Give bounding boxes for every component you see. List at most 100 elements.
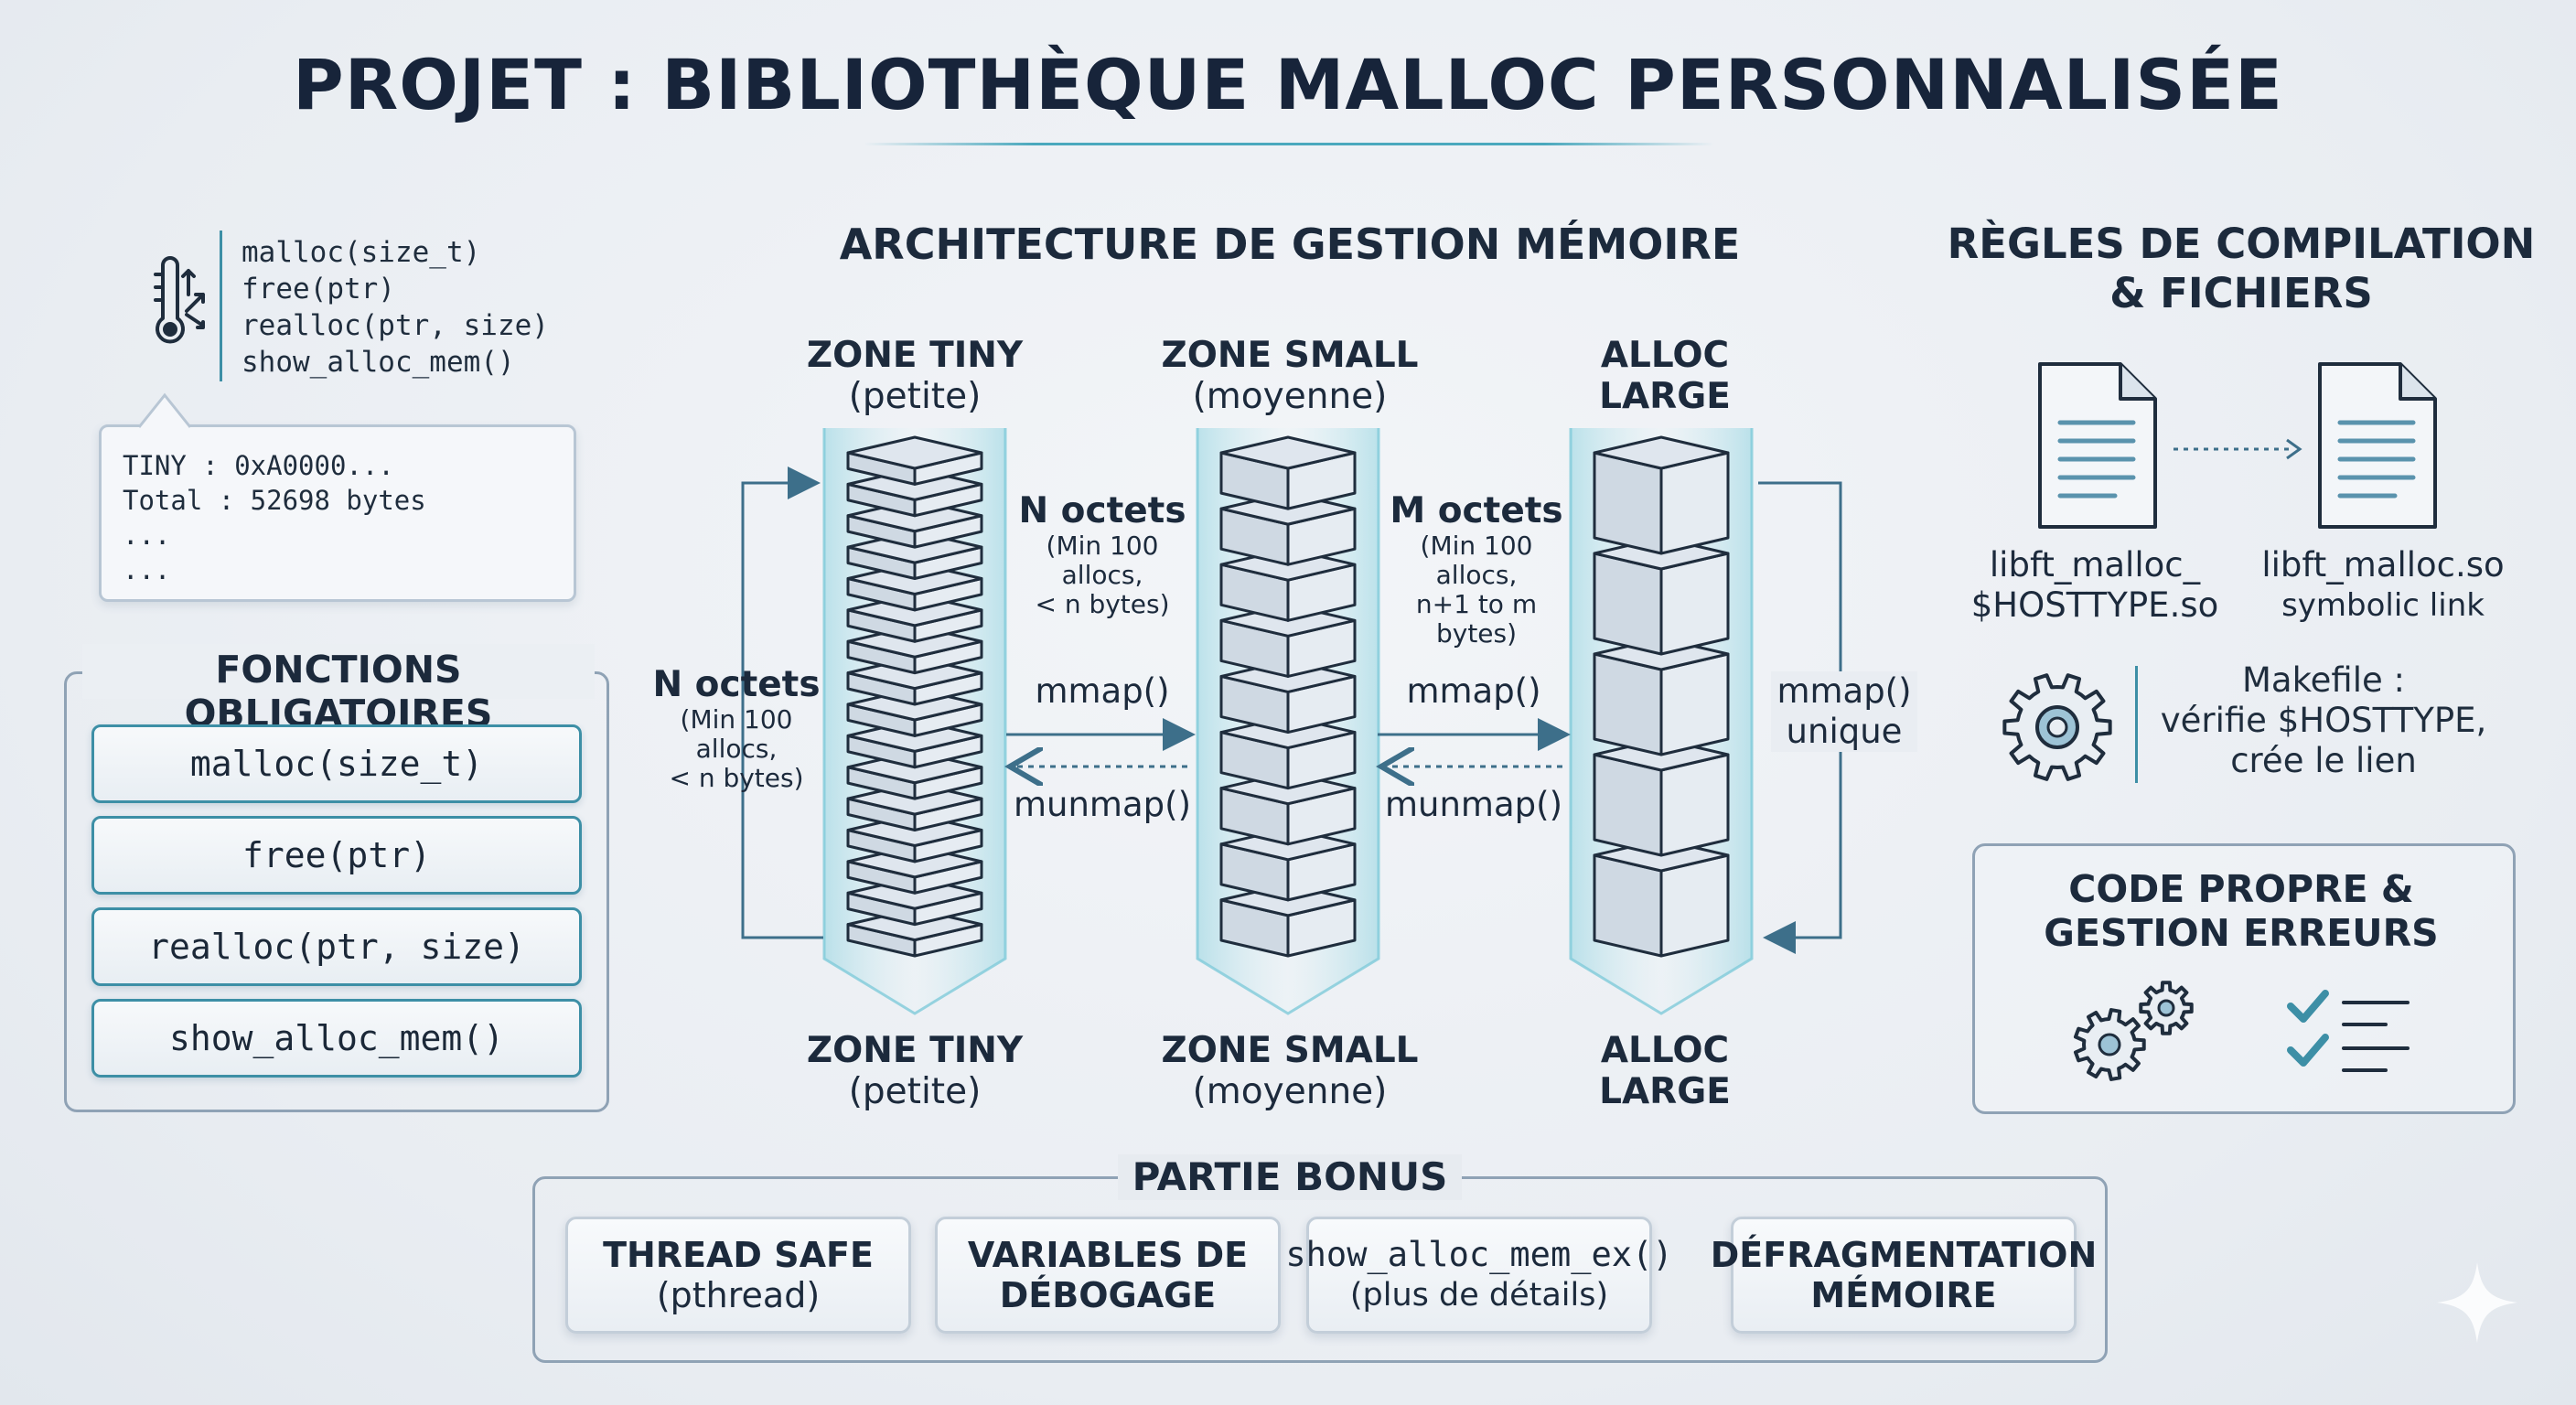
memory-block-cube [1593, 435, 1730, 555]
makefile-l1: Makefile : [2241, 660, 2406, 700]
alloc-large-l2: LARGE [1599, 376, 1731, 417]
makefile-l2: vérifie $HOSTTYPE, [2160, 701, 2487, 740]
tiny-small-note-title: N octets [1018, 490, 1186, 531]
tiny-small-note: N octets (Min 100 allocs, < n bytes) [1006, 490, 1198, 619]
document-icon [2318, 362, 2437, 529]
bonus-card-sub: MÉMOIRE [1810, 1275, 1997, 1315]
alloc-large-l2: LARGE [1599, 1071, 1731, 1112]
bonus-card-title: VARIABLES DE [967, 1235, 1249, 1275]
callout-pointer [137, 392, 192, 428]
memory-block-cube [1593, 637, 1730, 756]
bonus-card-debug-vars[interactable]: VARIABLES DE DÉBOGAGE [935, 1217, 1281, 1334]
title-underline [864, 143, 1714, 145]
small-large-note-l1: (Min 100 allocs, [1420, 531, 1533, 590]
left-note-l2: < n bytes) [669, 763, 804, 793]
zone-small-name: ZONE SMALL [1161, 335, 1419, 376]
code-line: realloc(ptr, size) [242, 309, 549, 342]
zone-small-label-bottom: ZONE SMALL (moyenne) [1143, 1030, 1436, 1112]
bonus-card-sub: (plus de détails) [1349, 1277, 1609, 1314]
required-title-bg [82, 644, 595, 699]
bonus-card-show-alloc-mem-ex[interactable]: show_alloc_mem_ex() (plus de détails) [1285, 1217, 1673, 1334]
small-large-note: M octets (Min 100 allocs, n+1 to m bytes… [1379, 490, 1573, 649]
alloc-large-label-top: ALLOC LARGE [1546, 335, 1784, 417]
compilation-title: RÈGLES DE COMPILATION & FICHIERS [1930, 220, 2552, 318]
link-arrow [2174, 438, 2302, 460]
munmap-label-1: munmap() [1013, 785, 1191, 824]
tiny-small-note-l2: < n bytes) [1035, 589, 1170, 619]
file-libft-malloc-hosttype: libft_malloc_ $HOSTTYPE.so [1967, 545, 2223, 626]
large-mmap-note-l2: unique [1786, 712, 1903, 751]
page-title: PROJET : BIBLIOTHÈQUE MALLOC PERSONNALIS… [293, 44, 2283, 125]
bonus-card-thread-safe[interactable]: THREAD SAFE (pthread) [565, 1217, 911, 1334]
alloc-large-l1: ALLOC [1600, 335, 1730, 376]
tiny-small-note-l1: (Min 100 allocs, [1046, 531, 1159, 590]
bonus-card-title: DÉFRAGMENTATION [1710, 1235, 2098, 1275]
mmap-label-2: mmap() [1406, 671, 1541, 711]
file2-l1: libft_malloc.so [2261, 545, 2505, 585]
large-mmap-note-l1: mmap() [1776, 671, 1912, 711]
function-free-button[interactable]: free(ptr) [91, 816, 582, 895]
code-line: show_alloc_mem() [242, 346, 515, 379]
compilation-title-l2: & FICHIERS [2109, 269, 2373, 317]
file1-l2: $HOSTTYPE.so [1970, 585, 2219, 625]
alloc-large-column [1569, 428, 1754, 1015]
function-malloc-button[interactable]: malloc(size_t) [91, 724, 582, 803]
munmap-label-2: munmap() [1384, 785, 1562, 824]
file2-l2: symbolic link [2281, 587, 2485, 624]
bonus-card-sub: DÉBOGAGE [999, 1275, 1217, 1315]
bonus-card-title: THREAD SAFE [603, 1235, 874, 1275]
gear-icon [2002, 673, 2112, 781]
bonus-title-bg [1118, 1154, 1462, 1200]
alloc-large-label-bottom: ALLOC LARGE [1546, 1030, 1784, 1112]
code-list: malloc(size_t) free(ptr) realloc(ptr, si… [242, 234, 549, 381]
clean-code-panel [1972, 843, 2516, 1114]
zone-small-sub: (moyenne) [1192, 1071, 1388, 1112]
required-functions-title: FONCTIONS OBLIGATOIRES [184, 648, 493, 735]
left-note-l1: (Min 100 allocs, [680, 704, 793, 764]
left-note-title: N octets [652, 664, 821, 705]
makefile-note: Makefile : vérifie $HOSTTYPE, crée le li… [2131, 660, 2516, 781]
small-large-note-l2: n+1 to m bytes) [1415, 589, 1538, 649]
large-mmap-note: mmap() unique [1771, 671, 1917, 752]
alloc-large-l1: ALLOC [1600, 1030, 1730, 1071]
memory-block-cube [1219, 435, 1357, 510]
zone-tiny-sub: (petite) [848, 1071, 982, 1112]
zone-small-name: ZONE SMALL [1161, 1030, 1419, 1071]
zone-tiny-column [822, 428, 1007, 1015]
bonus-card-title: show_alloc_mem_ex() [1285, 1235, 1673, 1274]
checklist-icon [2287, 990, 2410, 1072]
thermometer-arrows-icon [154, 256, 205, 344]
left-loop-arrow [741, 467, 823, 939]
zone-tiny-name: ZONE TINY [806, 335, 1024, 376]
bonus-title: PARTIE BONUS [1132, 1154, 1448, 1199]
bonus-card-sub: (pthread) [656, 1275, 821, 1315]
file-libft-malloc-symlink: libft_malloc.so symbolic link [2250, 545, 2516, 626]
document-icon [2038, 362, 2157, 529]
zone-small-label-top: ZONE SMALL (moyenne) [1143, 335, 1436, 417]
memory-block-cube [1219, 883, 1357, 958]
gears-icon [2073, 981, 2194, 1081]
zone-tiny-sub: (petite) [848, 376, 982, 417]
zone-small-column [1196, 428, 1380, 1015]
file1-l1: libft_malloc_ [1989, 545, 2201, 585]
makefile-l3: crée le lien [2230, 741, 2417, 780]
code-line: malloc(size_t) [242, 236, 481, 269]
bonus-card-defrag[interactable]: DÉFRAGMENTATION MÉMOIRE [1711, 1217, 2097, 1334]
callout-output-text: TINY : 0xA0000... Total : 52698 bytes ..… [123, 450, 426, 585]
function-show-alloc-mem-button[interactable]: show_alloc_mem() [91, 999, 582, 1078]
clean-code-title: CODE PROPRE & GESTION ERREURS [1972, 867, 2510, 955]
zone-small-sub: (moyenne) [1192, 376, 1388, 417]
left-note: N octets (Min 100 allocs, < n bytes) [640, 664, 832, 793]
memory-block-cube [1593, 737, 1730, 857]
function-realloc-button[interactable]: realloc(ptr, size) [91, 907, 582, 986]
zone-tiny-name: ZONE TINY [806, 1030, 1024, 1071]
zone-tiny-label-top: ZONE TINY (petite) [787, 335, 1043, 417]
small-large-note-title: M octets [1390, 490, 1563, 531]
output-callout [99, 424, 576, 602]
mmap-label-1: mmap() [1035, 671, 1170, 711]
memory-block-cube [1593, 838, 1730, 958]
compilation-title-l1: RÈGLES DE COMPILATION [1947, 220, 2536, 268]
memory-block-cube [1593, 536, 1730, 656]
memory-block-cube [1219, 547, 1357, 622]
